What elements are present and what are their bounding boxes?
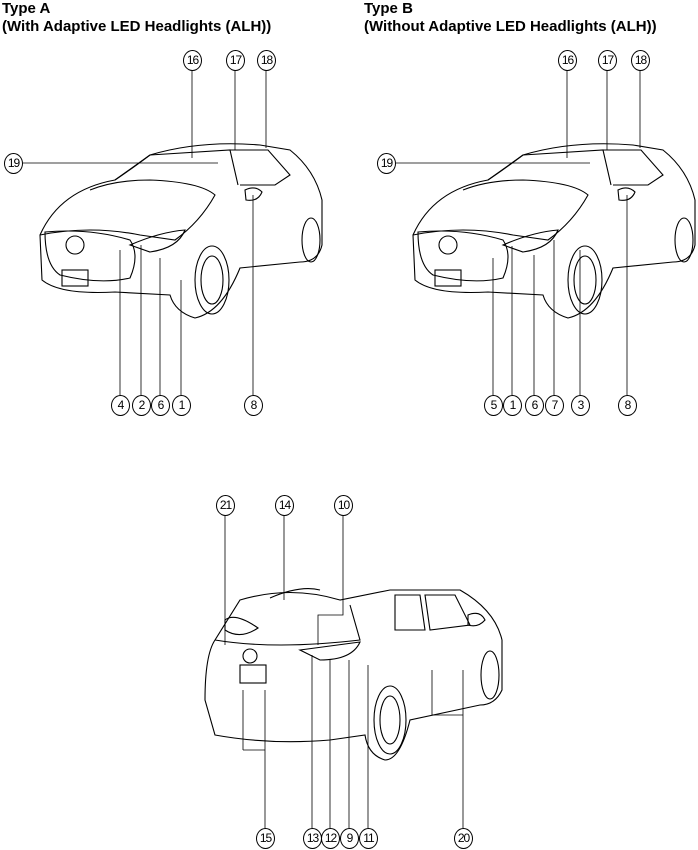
callout-type-a-17: 17 — [226, 50, 245, 71]
callout-type-a-16: 16 — [183, 50, 202, 71]
callout-rear-9: 9 — [340, 828, 359, 849]
callout-rear-12: 12 — [321, 828, 340, 849]
type-a-heading: Type A (With Adaptive LED Headlights (AL… — [2, 0, 271, 36]
callout-rear-20: 20 — [454, 828, 473, 849]
callout-rear-21: 21 — [216, 495, 235, 516]
type-a-subtitle: (With Adaptive LED Headlights (ALH)) — [2, 18, 272, 35]
callout-type-b-18: 18 — [631, 50, 650, 71]
callout-type-b-5: 5 — [484, 395, 503, 416]
callout-rear-10: 10 — [334, 495, 353, 516]
callout-type-b-7: 7 — [545, 395, 564, 416]
callout-type-a-1: 1 — [172, 395, 191, 416]
callout-type-b-8: 8 — [618, 395, 637, 416]
callout-type-b-1: 1 — [503, 395, 522, 416]
callout-rear-13: 13 — [303, 828, 322, 849]
callout-type-a-8: 8 — [244, 395, 263, 416]
type-b-subtitle: (Without Adaptive LED Headlights (ALH)) — [364, 18, 657, 35]
callout-rear-11: 11 — [359, 828, 378, 849]
callout-type-b-6: 6 — [525, 395, 544, 416]
callout-type-b-3: 3 — [571, 395, 590, 416]
callout-type-a-19: 19 — [4, 153, 23, 174]
callout-type-b-17: 17 — [598, 50, 617, 71]
front-car-type-b — [412, 143, 696, 319]
callout-type-b-19: 19 — [377, 153, 396, 174]
callout-rear-14: 14 — [275, 495, 294, 516]
front-car-type-a — [39, 143, 323, 319]
leader-lines — [23, 70, 641, 828]
type-b-title: Type B — [364, 0, 413, 17]
type-b-heading: Type B (Without Adaptive LED Headlights … — [364, 0, 657, 36]
callout-rear-15: 15 — [256, 828, 275, 849]
callout-type-a-4: 4 — [111, 395, 130, 416]
callout-type-a-6: 6 — [151, 395, 170, 416]
rear-car — [204, 588, 503, 761]
callout-type-b-16: 16 — [558, 50, 577, 71]
callout-type-a-18: 18 — [257, 50, 276, 71]
type-a-title: Type A — [2, 0, 51, 17]
callout-type-a-2: 2 — [132, 395, 151, 416]
